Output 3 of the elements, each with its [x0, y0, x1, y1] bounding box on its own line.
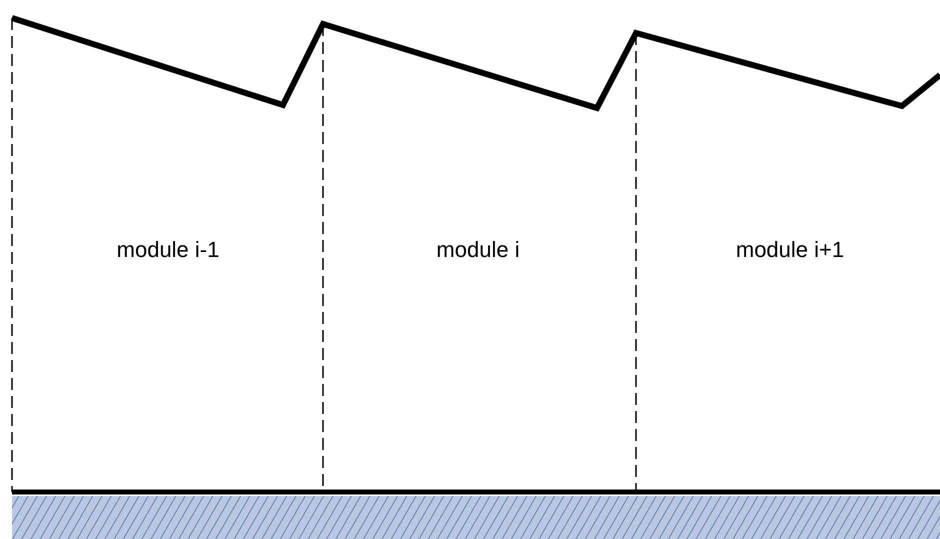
module-label: module i — [436, 237, 520, 263]
module-label: module i-1 — [116, 237, 220, 263]
module-label: module i+1 — [736, 237, 844, 263]
